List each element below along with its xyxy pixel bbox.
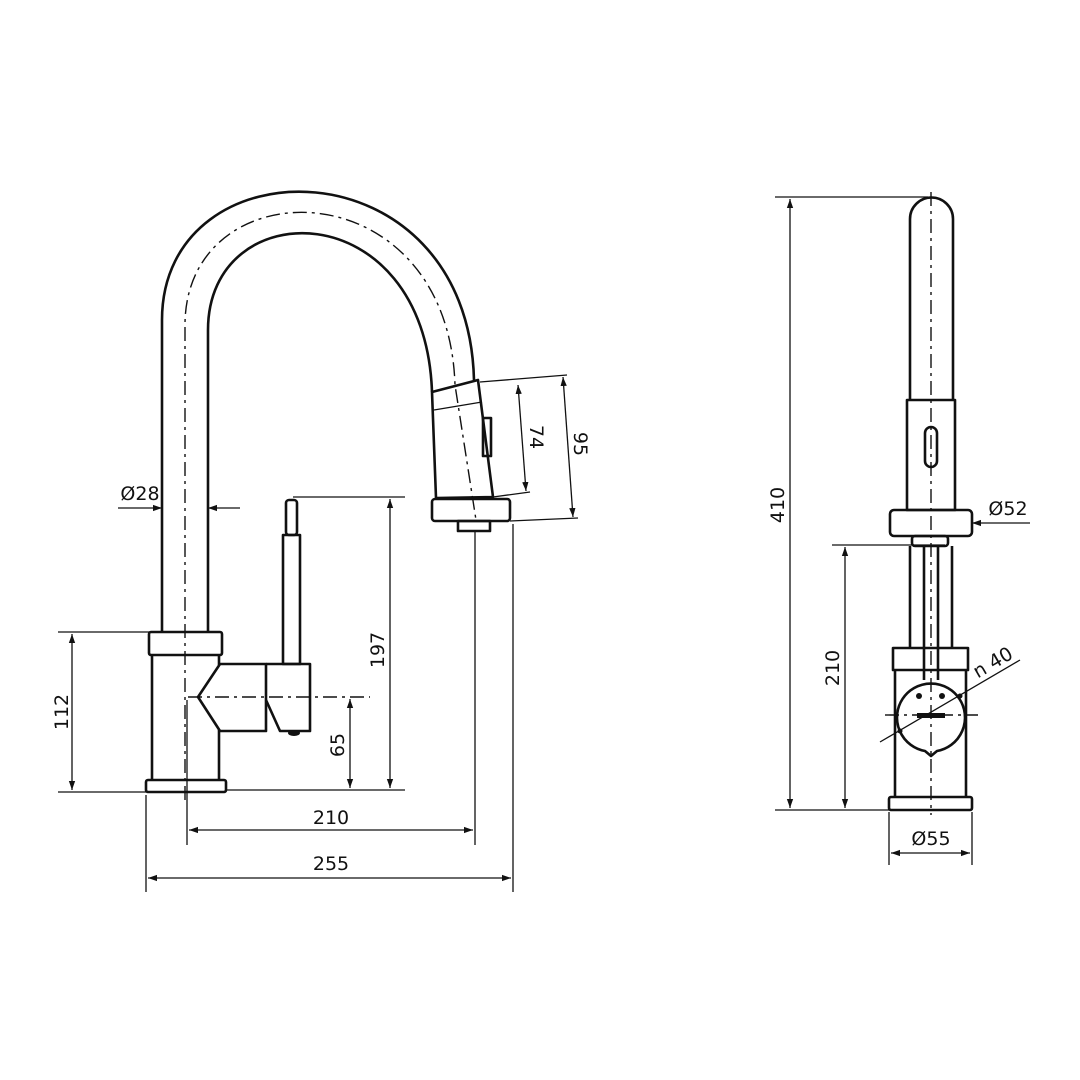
spray-head-disc	[430, 497, 512, 523]
dim-label-overall-height: 410	[767, 487, 789, 523]
spray-button	[481, 416, 493, 458]
dim-line-95	[560, 376, 576, 518]
spray-nozzle	[456, 519, 492, 533]
dim-label-head-length: 74	[525, 425, 547, 449]
n40-arrow-right	[957, 693, 963, 699]
spout-inner-line	[206, 231, 434, 632]
lever-dot-right	[939, 693, 945, 699]
spout-centerline	[184, 211, 477, 800]
dim-label-lever-axis-height: 65	[327, 733, 349, 757]
dim-label-head-length-total: 95	[569, 432, 591, 456]
dim-label-lever-height: 197	[367, 632, 389, 668]
front-nozzle	[910, 534, 950, 548]
dim-label-spout-clearance: 210	[822, 650, 844, 686]
lever-dot-left	[916, 693, 922, 699]
spray-head-joint	[433, 401, 483, 411]
dim-line-n40	[879, 659, 1021, 743]
body-base	[144, 778, 228, 794]
dim-label-tube-diameter: Ø28	[120, 483, 159, 505]
front-stem	[908, 546, 954, 680]
lever-stem	[281, 533, 302, 666]
extension-lines	[58, 374, 579, 892]
dim-label-overall-depth: 255	[313, 853, 349, 875]
lever-screw	[288, 730, 300, 736]
body-collar	[147, 630, 224, 657]
front-view: 410 210 Ø52 Ø55 n 40	[767, 192, 1030, 865]
side-view: 112 197 65 210 255 Ø28 74 95	[51, 190, 591, 892]
n40-arrow-left	[897, 728, 903, 734]
dim-label-lever-diameter: n 40	[969, 643, 1017, 683]
dim-label-base-diameter: Ø55	[911, 828, 950, 850]
dim-label-body-height: 112	[51, 694, 73, 730]
spout-outer-line	[160, 190, 476, 632]
dim-label-spout-reach: 210	[313, 807, 349, 829]
lever-rod	[284, 498, 299, 537]
dim-label-head-diameter: Ø52	[988, 498, 1027, 520]
front-extension-lines	[775, 196, 973, 865]
dim-line-74	[515, 384, 529, 492]
lever-housing	[196, 662, 268, 733]
